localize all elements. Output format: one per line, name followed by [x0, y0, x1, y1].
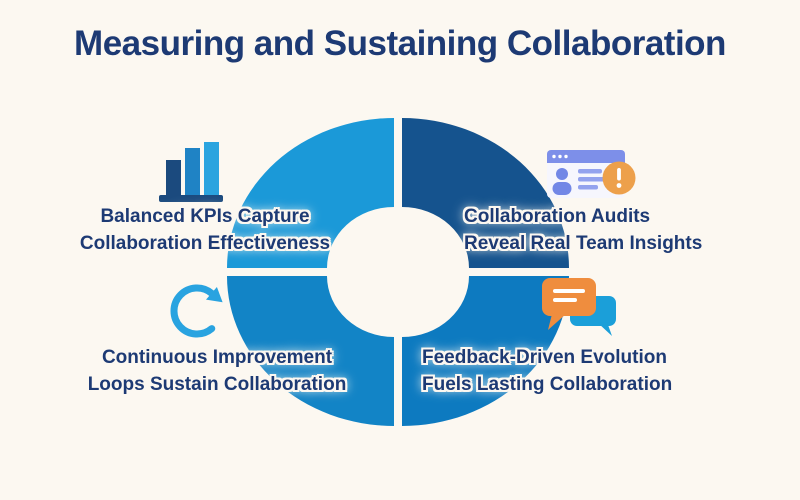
label-top-right-line2: Reveal Real Team Insights — [464, 233, 703, 254]
label-bottom-left-line2: Loops Sustain Collaboration — [87, 374, 347, 395]
label-top-left-line2: Collaboration Effectiveness — [79, 233, 331, 254]
chat-bubbles-icon — [542, 278, 616, 336]
label-top-left: Balanced KPIs Capture Collaboration Effe… — [55, 203, 355, 257]
label-bottom-right-line1: Feedback-Driven Evolution — [422, 347, 667, 368]
label-bottom-right-line2: Fuels Lasting Collaboration — [422, 374, 673, 395]
label-bottom-left-line1: Continuous Improvement — [101, 347, 333, 368]
donut-segment-bottom-left — [227, 276, 394, 426]
donut-segment-bottom-right — [402, 276, 569, 426]
bar-chart-icon — [159, 142, 223, 202]
donut-segment-top-right — [402, 118, 569, 268]
donut-segment-top-left — [227, 118, 394, 268]
label-bottom-right: Feedback-Driven Evolution Fuels Lasting … — [422, 344, 732, 398]
label-bottom-left: Continuous Improvement Loops Sustain Col… — [62, 344, 372, 398]
page-title: Measuring and Sustaining Collaboration — [74, 24, 726, 63]
label-top-right: Collaboration Audits Reveal Real Team In… — [464, 203, 774, 257]
label-top-left-line1: Balanced KPIs Capture — [100, 206, 310, 227]
refresh-loop-icon — [170, 284, 223, 338]
label-top-right-line1: Collaboration Audits — [464, 206, 651, 227]
audit-card-alert-icon — [547, 150, 636, 198]
